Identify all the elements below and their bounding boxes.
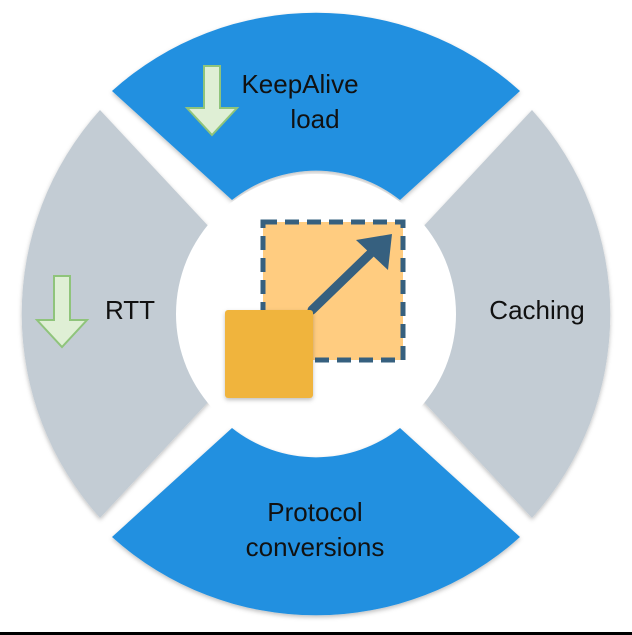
segment-bottom-label-line2: conversions	[246, 532, 385, 562]
segment-top-label-line2: load	[290, 104, 339, 134]
segment-bottom-label-line1: Protocol	[267, 497, 362, 527]
segment-top-label-line1: KeepAlive	[241, 69, 358, 99]
arrow-down-icon	[184, 65, 240, 137]
segment-right	[420, 110, 611, 518]
bottom-border-line	[0, 632, 632, 635]
diagonal-arrow-shaft	[307, 247, 377, 315]
segment-right-label: Caching	[489, 295, 584, 325]
segment-bottom	[112, 428, 520, 616]
segment-left	[21, 110, 213, 518]
small-square	[225, 310, 313, 398]
arrow-down-icon	[34, 275, 90, 349]
segment-left-label: RTT	[105, 295, 155, 325]
diagonal-arrow-head	[356, 234, 392, 270]
resize-scale-up-icon	[225, 219, 406, 398]
segment-top	[112, 12, 520, 200]
